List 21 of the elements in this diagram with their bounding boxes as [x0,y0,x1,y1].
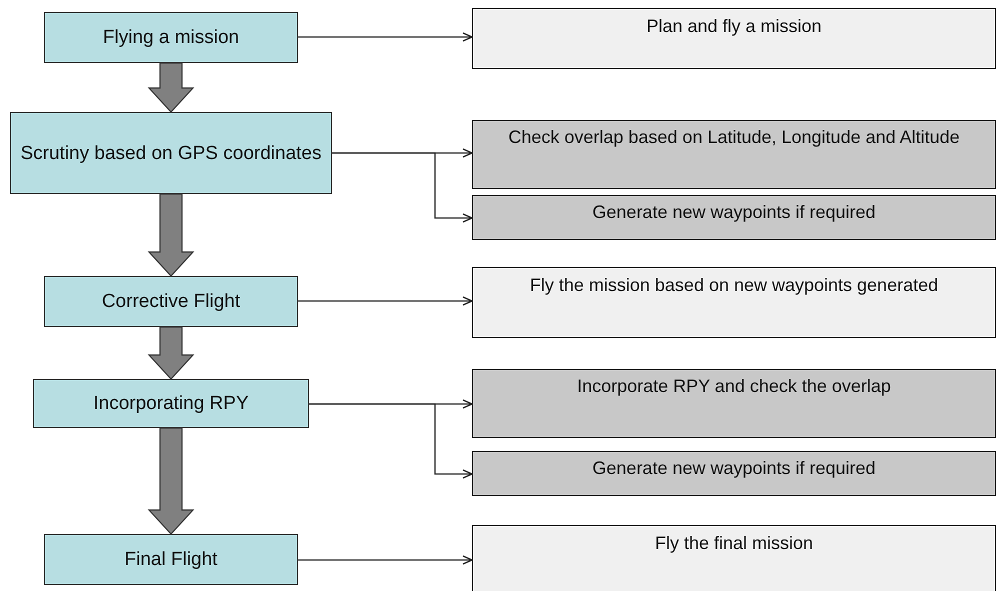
block-arrow [148,326,194,380]
arrow [332,152,473,223]
action-box: Plan and fly a mission [472,8,996,69]
process-box: Corrective Flight [44,276,298,327]
process-box: Scrutiny based on GPS coordinates [10,112,332,194]
arrow [298,32,473,42]
check-box-step: Incorporate RPY and check the overlap [472,369,996,438]
process-box: Final Flight [44,534,298,585]
check-box-step: Check overlap based on Latitude, Longitude and Altitude [472,120,996,189]
check-box-step: Generate new waypoints if required [472,195,996,240]
arrow [298,555,473,565]
arrow [309,403,473,479]
block-arrow [148,62,194,113]
process-box: Incorporating RPY [33,379,309,428]
action-box: Fly the final mission [472,525,996,591]
check-box-step: Generate new waypoints if required [472,451,996,496]
block-arrow [148,427,194,535]
action-box: Fly the mission based on new waypoints generated [472,267,996,338]
block-arrow [148,193,194,277]
process-box: Flying a mission [44,12,298,63]
arrow [298,296,473,306]
